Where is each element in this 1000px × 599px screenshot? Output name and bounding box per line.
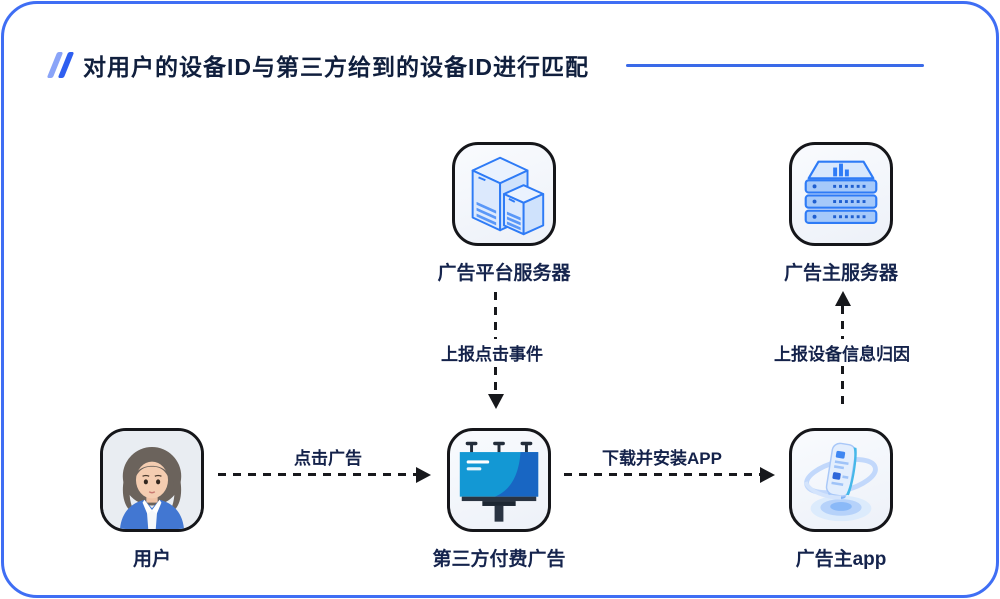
arrowhead-down-icon xyxy=(487,394,504,409)
arrow-label-click-ad: 点击广告 xyxy=(294,449,362,468)
node-advertiser-server: 广告主服务器 xyxy=(784,142,898,284)
app-3d-icon xyxy=(789,428,893,532)
node-label-third-party-ad: 第三方付费广告 xyxy=(432,549,566,570)
arrowhead-right-icon xyxy=(760,466,775,483)
node-advertiser-app: 广告主app xyxy=(789,428,893,570)
arrow-download-install-app xyxy=(564,473,760,476)
node-label-user: 用户 xyxy=(132,549,171,570)
arrow-label-download-install-app: 下载并安装APP xyxy=(602,449,722,468)
arrowhead-up-icon xyxy=(834,291,851,306)
user-avatar xyxy=(100,428,204,532)
arrow-label-report-device-info: 上报设备信息归因 xyxy=(771,339,913,366)
title-underline xyxy=(626,64,924,67)
server-towers-icon xyxy=(452,142,556,246)
node-label-ad-platform-server: 广告平台服务器 xyxy=(437,263,571,284)
arrow-click-ad xyxy=(218,473,416,476)
node-ad-platform-server: 广告平台服务器 xyxy=(437,142,571,284)
node-label-advertiser-server: 广告主服务器 xyxy=(783,263,898,284)
node-third-party-ad: 第三方付费广告 xyxy=(432,428,566,570)
arrowhead-right-icon xyxy=(416,466,431,483)
node-user: 用户 xyxy=(100,428,204,570)
billboard-icon xyxy=(447,428,551,532)
server-rack-icon xyxy=(789,142,893,246)
arrow-label-report-click-event: 上报点击事件 xyxy=(438,339,546,366)
page-title: 对用户的设备ID与第三方给到的设备ID进行匹配 xyxy=(83,54,589,80)
node-label-advertiser-app: 广告主app xyxy=(795,549,887,570)
title-row: 对用户的设备ID与第三方给到的设备ID进行匹配 xyxy=(46,48,589,82)
